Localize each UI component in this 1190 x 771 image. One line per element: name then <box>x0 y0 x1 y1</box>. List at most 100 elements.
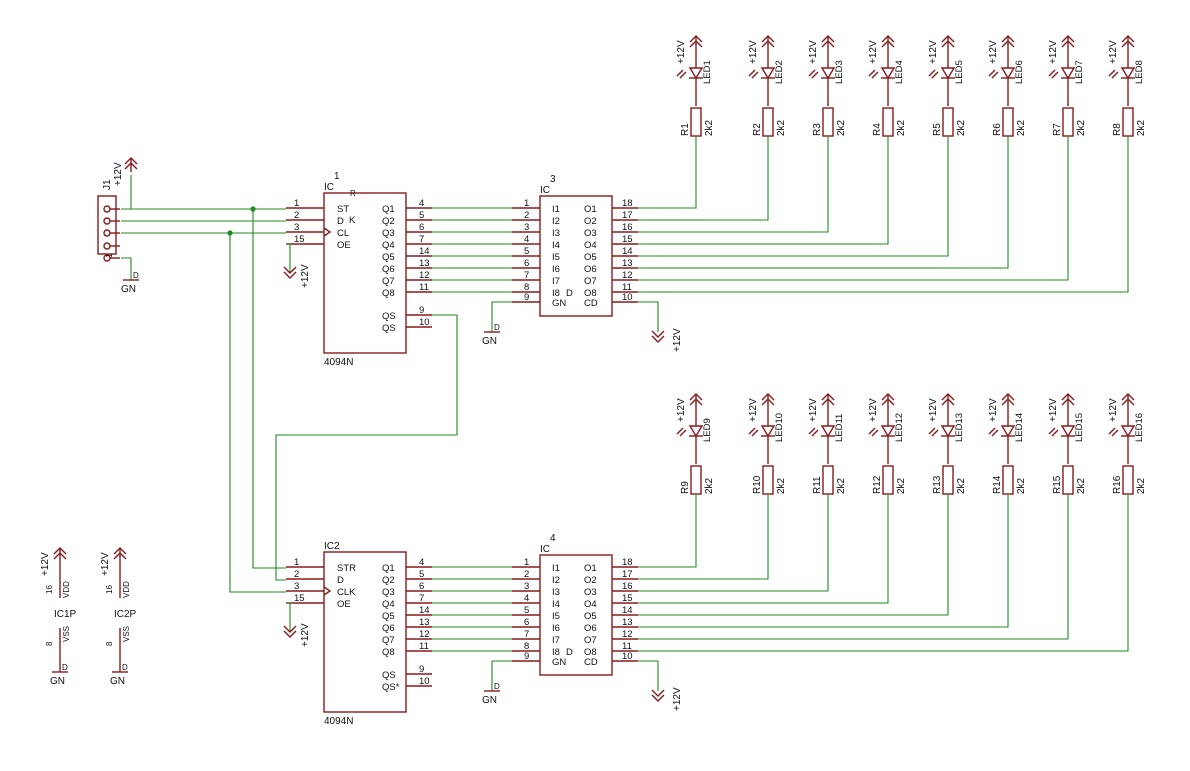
driver-pin-label: O1 <box>584 204 597 215</box>
wire-j1-gnd <box>121 257 132 280</box>
ground-power-pin-label: GN <box>110 676 125 687</box>
supply-led-label: +12V <box>1108 40 1119 64</box>
driver-pin-label: I4 <box>552 599 560 610</box>
supply-cd-label: +12V <box>672 687 683 711</box>
supply-led-label: +12V <box>988 398 999 422</box>
driver-pin-number: 14 <box>622 605 633 616</box>
resistor-value: 2k2 <box>776 477 787 494</box>
supply-cd-0-symbol <box>651 330 665 343</box>
driver-pin-label: I1 <box>552 563 560 574</box>
resistor-name: R4 <box>872 123 883 136</box>
shift-register-pin-label: Q1 <box>382 204 395 215</box>
ground-j1-label: GN <box>121 284 136 295</box>
clock-indicator <box>323 586 332 596</box>
driver-pin-label: I7 <box>552 276 560 287</box>
supply-led-label: +12V <box>988 40 999 64</box>
supply-led-label: +12V <box>748 398 759 422</box>
connector-pin <box>103 217 111 225</box>
supply-led-label: +12V <box>868 398 879 422</box>
supply-led-label: +12V <box>808 398 819 422</box>
led-icon <box>688 67 704 80</box>
driver-pin-label: I6 <box>552 264 560 275</box>
connector-j1-name: J1 <box>102 179 113 190</box>
driver-body <box>539 195 613 317</box>
driver-pin-number: 8 <box>524 641 529 652</box>
shift-register-pin-number: 12 <box>419 629 430 640</box>
wire-oe-supply <box>286 602 291 631</box>
shift-register-pin-label: CL <box>337 228 349 239</box>
driver-pin-number: 6 <box>524 617 529 628</box>
driver-pin-number: 11 <box>622 282 632 293</box>
driver-pin-label: O8 <box>584 647 597 658</box>
wire-led-driver <box>638 494 1129 652</box>
supply-led-label: +12V <box>928 398 939 422</box>
led-name: LED15 <box>1074 413 1085 442</box>
shift-register-pin-label: Q4 <box>382 599 395 610</box>
wire-cl-ic2 <box>229 233 286 593</box>
resistor-value: 2k2 <box>1076 477 1087 494</box>
driver-pin-number: 3 <box>524 581 529 592</box>
driver-pin-number: 15 <box>622 593 633 604</box>
resistor-value: 2k2 <box>836 119 847 136</box>
supply-led-label: +12V <box>1048 40 1059 64</box>
shift-register-pin-label: CLK <box>337 587 356 598</box>
led-icon <box>1060 67 1076 80</box>
driver-pin-number: 14 <box>622 246 633 257</box>
supply-j1-label: +12V <box>113 162 124 186</box>
resistor-name: R16 <box>1112 475 1123 494</box>
wire-led-driver <box>638 136 889 245</box>
driver-pin-number: 16 <box>622 222 633 233</box>
driver-pin-label: O5 <box>584 252 597 263</box>
wire-driver-cd <box>638 301 659 332</box>
driver-pin-number: 17 <box>622 210 633 221</box>
supply-led-symbol <box>941 35 955 50</box>
shift-register-value: 4094N <box>324 357 353 368</box>
led-icon <box>760 425 776 438</box>
led-icon <box>1060 425 1076 438</box>
led-name: LED7 <box>1074 60 1085 84</box>
shift-register-pin-label: Q8 <box>382 647 395 658</box>
power-pin-label: VSS <box>62 626 71 642</box>
driver-pin-number: 9 <box>524 292 529 303</box>
shift-register-pin-label: D <box>337 216 344 227</box>
resistor-value: 2k2 <box>1076 119 1087 136</box>
driver-pin-label: O4 <box>584 240 597 251</box>
driver-pin-label: I2 <box>552 216 560 227</box>
shift-register-pin-label: Q5 <box>382 252 395 263</box>
supply-cd-1-symbol <box>651 689 665 702</box>
shift-register-pin-number: 13 <box>419 617 430 628</box>
supply-led-symbol <box>881 35 895 50</box>
driver-pin-number: 11 <box>622 641 632 652</box>
shift-register-pin-label: Q2 <box>382 575 395 586</box>
supply-oe-1-symbol <box>283 625 297 638</box>
supply-oe-0-symbol <box>283 266 297 279</box>
power-pin-number: 8 <box>105 641 114 646</box>
led-name: LED10 <box>774 413 785 442</box>
resistor-body <box>1002 107 1014 137</box>
driver-extra-label: D <box>566 647 573 658</box>
shift-register-pin-number: 12 <box>419 270 430 281</box>
resistor-value: 2k2 <box>704 119 715 136</box>
resistor-value: 2k2 <box>956 477 967 494</box>
driver-pin-label: O6 <box>584 623 597 634</box>
shift-register-pin-number: 1 <box>294 557 299 568</box>
power-pin-name: IC2P <box>114 609 137 620</box>
shift-register-pin-number: 3 <box>294 581 299 592</box>
driver-pin-number: 18 <box>622 557 633 568</box>
ground-driver-suffix: D <box>494 682 500 691</box>
driver-pin-label: CD <box>584 657 598 668</box>
resistor-value: 2k2 <box>896 119 907 136</box>
shift-register-pin-number: 14 <box>419 246 430 257</box>
resistor-body <box>882 107 894 137</box>
supply-led-symbol <box>761 393 775 408</box>
driver-pin-number: 2 <box>524 569 529 580</box>
shift-register-pin-number: 7 <box>419 234 424 245</box>
driver-pin-label: I8 <box>552 647 560 658</box>
shift-register-value: 4094N <box>324 716 353 727</box>
led-light-arrows-icon <box>868 427 879 437</box>
led-light-arrows-icon <box>868 69 879 79</box>
shift-register-pin-label: OE <box>337 599 351 610</box>
connector-pin-number: 1 <box>105 253 114 258</box>
resistor-body <box>1122 107 1134 137</box>
supply-power-pin-symbol <box>113 547 127 562</box>
